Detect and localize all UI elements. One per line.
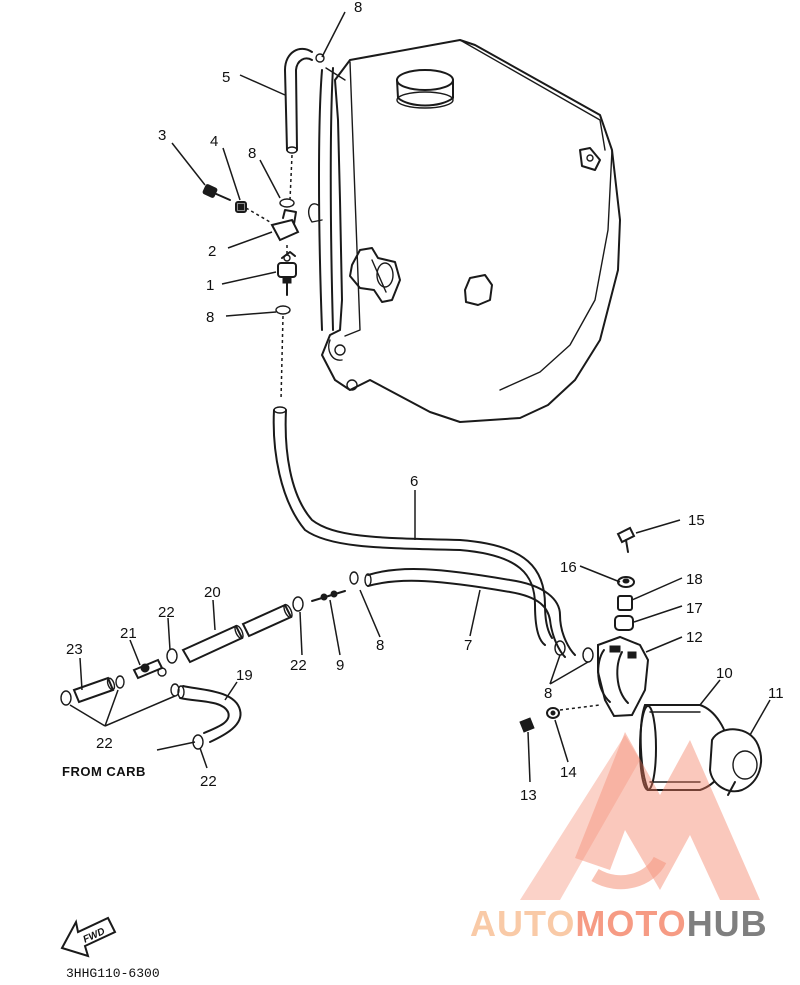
clamp-8-upper — [279, 198, 295, 208]
hose-6 — [272, 406, 553, 646]
grommet-17 — [614, 615, 634, 631]
callout-19: 19 — [236, 667, 253, 684]
fuel-filter-1 — [277, 251, 297, 296]
watermark-triangle-icon — [520, 732, 760, 900]
callout-3: 3 — [158, 127, 166, 144]
callout-21: 21 — [120, 625, 137, 642]
clamp-22-left — [60, 675, 180, 706]
callout-8-upper: 8 — [248, 145, 256, 162]
leader-lines — [69, 11, 771, 783]
bolt-13 — [519, 717, 535, 733]
filler-cap — [396, 69, 454, 109]
clamp-22-mid — [166, 648, 178, 664]
callout-12: 12 — [686, 629, 703, 646]
hose-23 — [72, 676, 116, 704]
callout-22-bottom: 22 — [200, 773, 217, 790]
watermark-logo: AUTOMOTOHUB — [470, 732, 768, 944]
callout-4: 4 — [210, 133, 218, 150]
callout-22-left: 22 — [96, 735, 113, 752]
clamp-22-right — [292, 596, 304, 612]
callout-11: 11 — [768, 685, 784, 702]
fwd-arrow-icon: FWD — [60, 916, 117, 958]
callout-8-top: 8 — [354, 0, 362, 16]
callout-13: 13 — [520, 787, 537, 804]
watermark-part-moto: MOTO — [575, 903, 686, 944]
clamp-8-mid — [275, 305, 291, 315]
watermark-part-hub: HUB — [687, 903, 768, 944]
callout-22-top: 22 — [158, 604, 175, 621]
hose-20 — [181, 603, 293, 664]
callout-16: 16 — [560, 559, 577, 576]
bracket-12 — [597, 635, 650, 718]
hose-7 — [364, 568, 576, 658]
callout-15: 15 — [688, 512, 705, 529]
hose-19 — [177, 685, 242, 743]
watermark-text: AUTOMOTOHUB — [470, 903, 768, 944]
callout-10: 10 — [716, 665, 733, 682]
callout-20: 20 — [204, 584, 221, 601]
callout-23: 23 — [66, 641, 83, 658]
callout-17: 17 — [686, 600, 703, 617]
fuel-pump-10 — [639, 704, 730, 791]
hose-5 — [284, 47, 346, 154]
callout-1: 1 — [206, 277, 214, 294]
callout-5: 5 — [222, 69, 230, 86]
bracket-2 — [270, 209, 300, 242]
callout-9: 9 — [336, 657, 344, 674]
cover-11 — [708, 728, 762, 796]
collar-18 — [617, 595, 633, 611]
washer-16 — [617, 576, 635, 588]
bolt-3 — [202, 184, 231, 201]
callout-7: 7 — [464, 637, 472, 654]
callout-14: 14 — [560, 764, 577, 781]
callout-labels: 1 2 3 4 5 6 7 8 8 8 8 8 9 10 11 12 13 14… — [66, 0, 784, 804]
fuel-tank — [308, 39, 621, 423]
callout-8-mid: 8 — [206, 309, 214, 326]
callout-6: 6 — [410, 473, 418, 490]
clamp-8-hose7 — [349, 571, 359, 585]
callout-2: 2 — [208, 243, 216, 260]
bolt-15 — [616, 526, 636, 553]
callout-8-pump: 8 — [544, 685, 552, 702]
fitting-9 — [311, 590, 346, 602]
watermark-part-auto: AUTO — [470, 903, 575, 944]
tank-side-bracket — [349, 247, 401, 303]
joint-21 — [132, 658, 167, 680]
callout-22-right: 22 — [290, 657, 307, 674]
callout-8-hose7: 8 — [376, 637, 384, 654]
diagram-code: 3HHG110-6300 — [66, 966, 160, 981]
from-carb-caption: FROM CARB — [62, 764, 146, 779]
washer-14 — [546, 707, 560, 719]
callout-18: 18 — [686, 571, 703, 588]
collar-4 — [235, 201, 247, 213]
